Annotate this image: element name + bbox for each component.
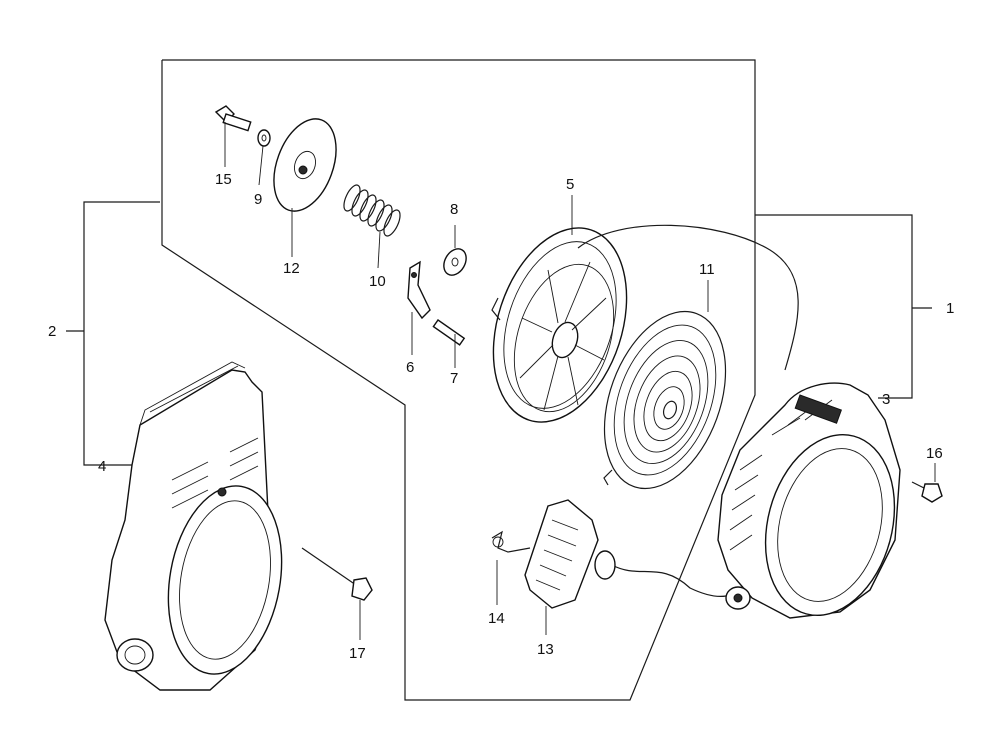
bolt-part-15 xyxy=(214,105,252,132)
callout-17: 17 xyxy=(349,645,366,662)
callout-15: 15 xyxy=(215,171,232,188)
bracket-2 xyxy=(66,201,160,466)
knot-part-14 xyxy=(491,530,531,553)
fan-cover-part-4 xyxy=(104,361,283,691)
reel-part-5 xyxy=(491,227,628,423)
bolt-part-16 xyxy=(911,481,943,503)
callout-4: 4 xyxy=(98,458,106,475)
callout-13: 13 xyxy=(537,641,554,658)
callout-2: 2 xyxy=(48,323,56,340)
callout-16: 16 xyxy=(926,445,943,462)
washer-part-9 xyxy=(257,129,271,147)
callout-8: 8 xyxy=(450,201,458,218)
callout-1: 1 xyxy=(946,300,954,317)
callout-12: 12 xyxy=(283,260,300,277)
leader-lines xyxy=(224,122,936,640)
callout-10: 10 xyxy=(369,273,386,290)
bolt-part-17 xyxy=(301,547,373,601)
callout-3: 3 xyxy=(882,391,890,408)
callout-6: 6 xyxy=(406,359,414,376)
ratchet-part-6 xyxy=(407,260,431,320)
spring-part-10 xyxy=(343,184,401,237)
callout-11: 11 xyxy=(699,261,715,278)
washer-part-8 xyxy=(443,248,467,276)
pin-part-7 xyxy=(432,319,466,346)
friction-plate-part-12 xyxy=(273,118,337,212)
recoil-spring-part-11 xyxy=(603,310,727,490)
callout-7: 7 xyxy=(450,370,458,387)
callout-labels: 1 2 3 4 5 6 7 8 9 10 11 12 13 14 15 16 1… xyxy=(48,171,954,662)
callout-14: 14 xyxy=(488,610,505,627)
bracket-1 xyxy=(755,214,932,399)
callout-9: 9 xyxy=(254,191,262,208)
assembly-group-outline xyxy=(161,59,756,701)
starter-grip-part-13 xyxy=(524,499,616,609)
callout-5: 5 xyxy=(566,176,574,193)
starter-case-part-3 xyxy=(717,382,901,619)
